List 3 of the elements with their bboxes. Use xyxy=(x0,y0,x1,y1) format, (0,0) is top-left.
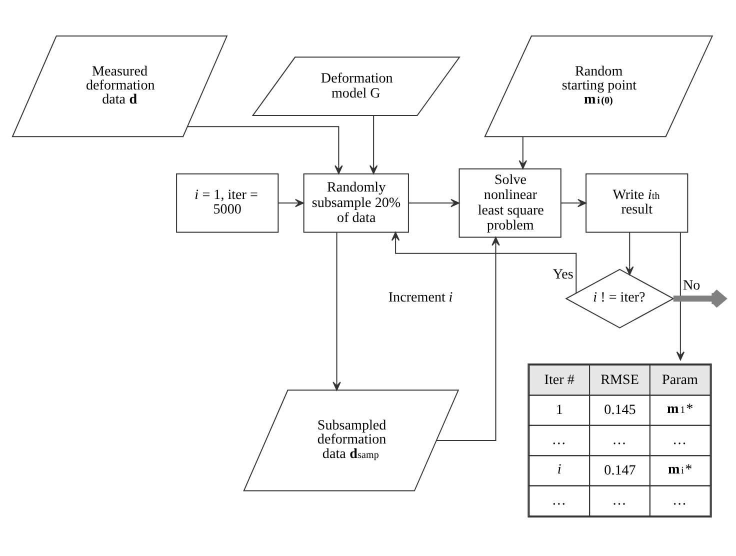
label: Increment i xyxy=(388,288,453,305)
edge-label: Yes xyxy=(552,266,574,282)
edge-label: No xyxy=(682,277,700,294)
